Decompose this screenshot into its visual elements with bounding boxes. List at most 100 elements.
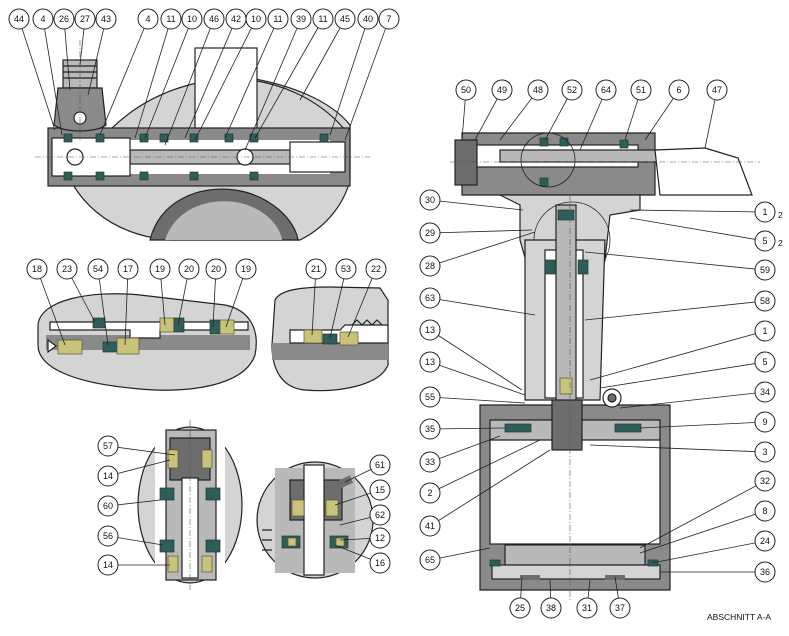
callout-circle xyxy=(754,500,776,522)
leader-line xyxy=(344,18,390,141)
callout-label: 13 xyxy=(425,357,435,367)
leader-line xyxy=(429,229,533,234)
callout-circle xyxy=(203,8,225,30)
leader-line xyxy=(639,421,766,429)
callout-circle xyxy=(369,479,391,501)
callout-label: 19 xyxy=(241,264,251,274)
callout-label: 1 xyxy=(762,207,767,217)
leader-line xyxy=(429,427,506,430)
callout-circle xyxy=(609,597,631,619)
callout-circle xyxy=(576,597,598,619)
callout-label: 64 xyxy=(601,85,611,95)
callout-circle xyxy=(668,79,690,101)
callout-label: 35 xyxy=(425,424,435,434)
callout-label: 32 xyxy=(760,476,770,486)
callout-label: 62 xyxy=(375,510,385,520)
leader-line xyxy=(629,209,766,213)
callout-circle xyxy=(56,258,78,280)
callout-label: 50 xyxy=(461,85,471,95)
detail-view-4 xyxy=(256,461,374,579)
section-label: ABSCHNITT A-A xyxy=(707,612,771,622)
callout-label: 45 xyxy=(340,14,350,24)
callout-circle xyxy=(369,552,391,574)
callout-circle xyxy=(305,258,327,280)
leader-line xyxy=(429,449,551,527)
callout-label: 43 xyxy=(101,14,111,24)
callout-circle xyxy=(754,201,776,223)
callout-circle xyxy=(160,8,182,30)
callout-circle xyxy=(97,554,119,576)
callout-label: 37 xyxy=(615,603,625,613)
callout-circle xyxy=(630,79,652,101)
callout-label: 19 xyxy=(155,264,165,274)
callout-circle xyxy=(419,222,441,244)
leader-line xyxy=(36,268,66,346)
leader-line xyxy=(97,268,109,346)
leader-line xyxy=(164,18,215,146)
callout-label: 27 xyxy=(80,14,90,24)
leader-line xyxy=(224,18,279,139)
leader-line xyxy=(87,18,107,96)
callout-circle xyxy=(97,495,119,517)
leader-line xyxy=(584,251,766,271)
callout-label: 5 xyxy=(762,357,767,367)
leader-line xyxy=(429,396,526,404)
callout-label: 42 xyxy=(231,14,241,24)
callout-circle xyxy=(509,597,531,619)
callout-label: 28 xyxy=(425,261,435,271)
leader-line xyxy=(651,540,766,564)
callout-label: 11 xyxy=(273,14,282,24)
leader-line xyxy=(429,329,523,391)
detail-view-2 xyxy=(271,286,389,392)
callout-label: 12 xyxy=(375,533,385,543)
callout-circle xyxy=(335,258,357,280)
leader-line xyxy=(63,18,71,91)
leader-line xyxy=(134,18,172,139)
leader-line xyxy=(589,444,766,453)
leader-line xyxy=(184,18,237,139)
callout-label: 56 xyxy=(103,531,113,541)
callout-label: 9 xyxy=(762,417,767,427)
callout-circle xyxy=(419,386,441,408)
callout-circle xyxy=(357,8,379,30)
callout-label: 1 xyxy=(762,326,767,336)
callout-circle xyxy=(754,230,776,252)
callout-circle xyxy=(369,454,391,476)
callout-label: 44 xyxy=(14,14,24,24)
callout-circle xyxy=(419,515,441,537)
callout-label: 65 xyxy=(425,555,435,565)
leader-line xyxy=(329,18,369,136)
callout-label: 57 xyxy=(103,441,113,451)
callout-circle xyxy=(754,259,776,281)
callout-circle xyxy=(245,8,267,30)
callout-label: 20 xyxy=(184,264,194,274)
callout-circle xyxy=(706,79,728,101)
right-section-view xyxy=(450,132,760,600)
leader-line xyxy=(42,18,63,136)
leader-line xyxy=(107,459,171,477)
subscript-mark-1: 2 xyxy=(778,210,783,220)
callout-label: 24 xyxy=(760,536,770,546)
callout-circle xyxy=(290,8,312,30)
callout-label: 34 xyxy=(760,387,770,397)
callout-label: 36 xyxy=(760,567,770,577)
leader-line xyxy=(311,268,317,336)
subscript-mark-2: 2 xyxy=(778,238,783,248)
callout-circle xyxy=(312,8,334,30)
detail-view-3 xyxy=(137,420,243,590)
callout-circle xyxy=(74,8,96,30)
callout-label: 60 xyxy=(103,501,113,511)
callout-circle xyxy=(26,258,48,280)
callout-label: 48 xyxy=(533,85,543,95)
callout-label: 55 xyxy=(425,392,435,402)
callout-circle xyxy=(540,597,562,619)
callout-label: 14 xyxy=(103,560,113,570)
callout-circle xyxy=(754,441,776,463)
callout-label: 7 xyxy=(386,14,391,24)
leader-line xyxy=(144,18,193,139)
callout-label: 29 xyxy=(425,228,435,238)
callout-label: 14 xyxy=(103,471,113,481)
leader-line xyxy=(639,510,766,554)
